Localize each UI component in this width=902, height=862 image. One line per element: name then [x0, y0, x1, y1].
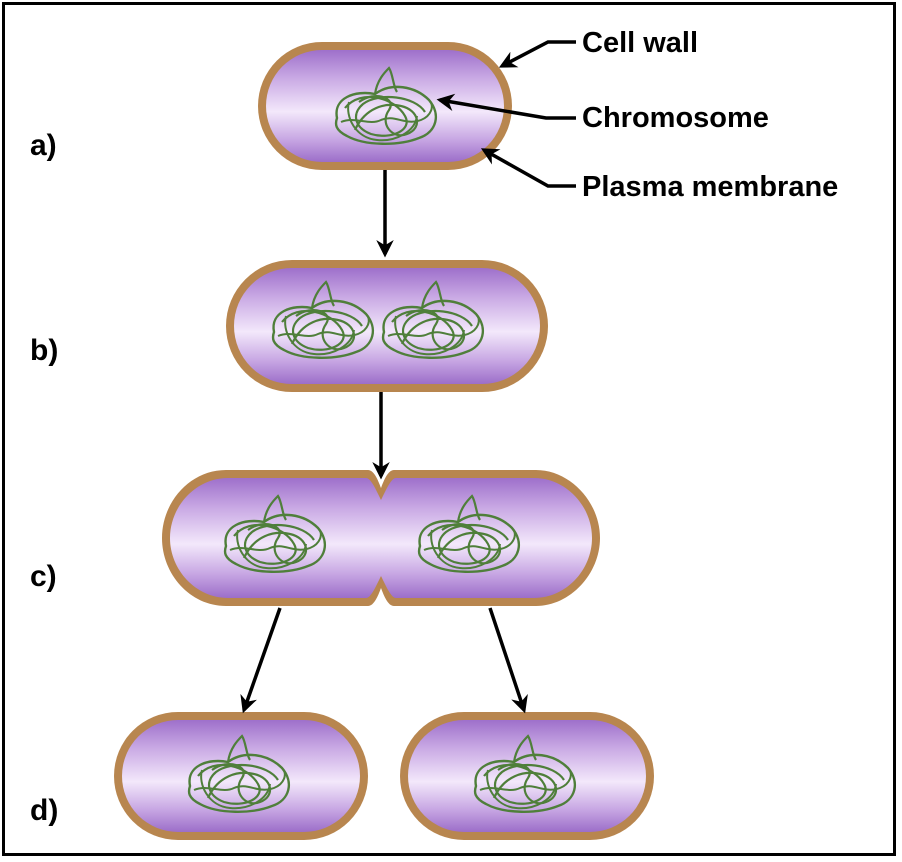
chromosome-pointer — [436, 93, 576, 120]
cell-wall-pointer — [498, 40, 576, 68]
plasma-membrane-pointer — [480, 148, 576, 188]
stage-label-d: d) — [30, 794, 58, 827]
stage-label-a: a) — [30, 129, 57, 162]
plasma-membrane-label: Plasma membrane — [582, 171, 838, 203]
cell-stage-d-right — [400, 712, 654, 840]
cell-stage-b — [226, 260, 548, 392]
arrow-c-to-d-right — [488, 607, 528, 714]
cell-stage-a — [258, 42, 512, 170]
cell-stage-c — [162, 470, 600, 606]
stage-label-b: b) — [30, 334, 58, 367]
cell-stage-d-left — [114, 712, 368, 840]
stage-label-c: c) — [30, 560, 57, 593]
chromosome-label: Chromosome — [582, 102, 769, 134]
cell-wall-label: Cell wall — [582, 27, 698, 59]
arrow-c-to-d-left — [240, 607, 282, 714]
